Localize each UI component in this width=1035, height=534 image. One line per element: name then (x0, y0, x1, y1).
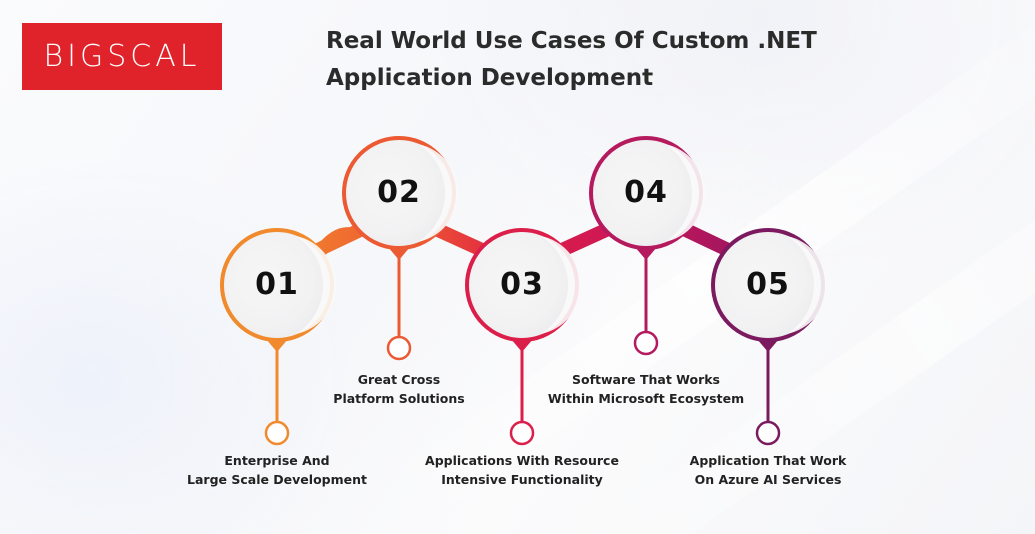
step-1-label-line-2: Large Scale Development (187, 472, 367, 487)
page-title: Real World Use Cases Of Custom .NET Appl… (326, 23, 886, 97)
step-5-circle (711, 228, 828, 342)
step-4-label-line-1: Software That Works (571, 372, 721, 387)
step-4-label: Software That Works Within Microsoft Eco… (526, 370, 766, 408)
title-line-2: Application Development (326, 65, 654, 91)
step-5-number: 05 (746, 267, 790, 302)
step-5-stem (755, 339, 781, 446)
title-line-1: Real World Use Cases Of Custom .NET (326, 28, 817, 54)
step-4-number: 04 (624, 175, 668, 210)
step-3-number: 03 (500, 267, 544, 302)
step-5-label-line-2: On Azure AI Services (694, 472, 842, 487)
bigscal-logo: BIGSCAL (22, 23, 222, 90)
step-1-number: 01 (255, 267, 299, 302)
step-2-stem (386, 247, 412, 361)
step-2-label-line-1: Great Cross (357, 372, 441, 387)
step-5-label-line-1: Application That Work (689, 453, 847, 468)
step-1-stem (264, 339, 290, 446)
step-4-label-line-2: Within Microsoft Ecosystem (547, 391, 745, 406)
connectors (311, 223, 735, 257)
step-1-circle (220, 228, 337, 342)
step-2-number: 02 (377, 175, 421, 210)
step-4-stem (633, 247, 659, 356)
step-4-circle (589, 136, 706, 250)
step-2-label-line-2: Platform Solutions (333, 391, 465, 406)
step-3-label-line-2: Intensive Functionality (441, 472, 603, 487)
logo-text: BIGSCAL (43, 39, 201, 74)
step-2-label: Great Cross Platform Solutions (279, 370, 519, 408)
step-3-circle (465, 228, 582, 342)
step-1-label-line-1: Enterprise And (224, 453, 330, 468)
step-5-label: Application That Work On Azure AI Servic… (648, 451, 888, 489)
step-3-stem (509, 339, 535, 446)
step-2-circle (342, 136, 459, 250)
step-3-label: Applications With Resource Intensive Fun… (402, 451, 642, 489)
step-3-label-line-1: Applications With Resource (425, 453, 619, 468)
step-1-label: Enterprise And Large Scale Development (157, 451, 397, 489)
